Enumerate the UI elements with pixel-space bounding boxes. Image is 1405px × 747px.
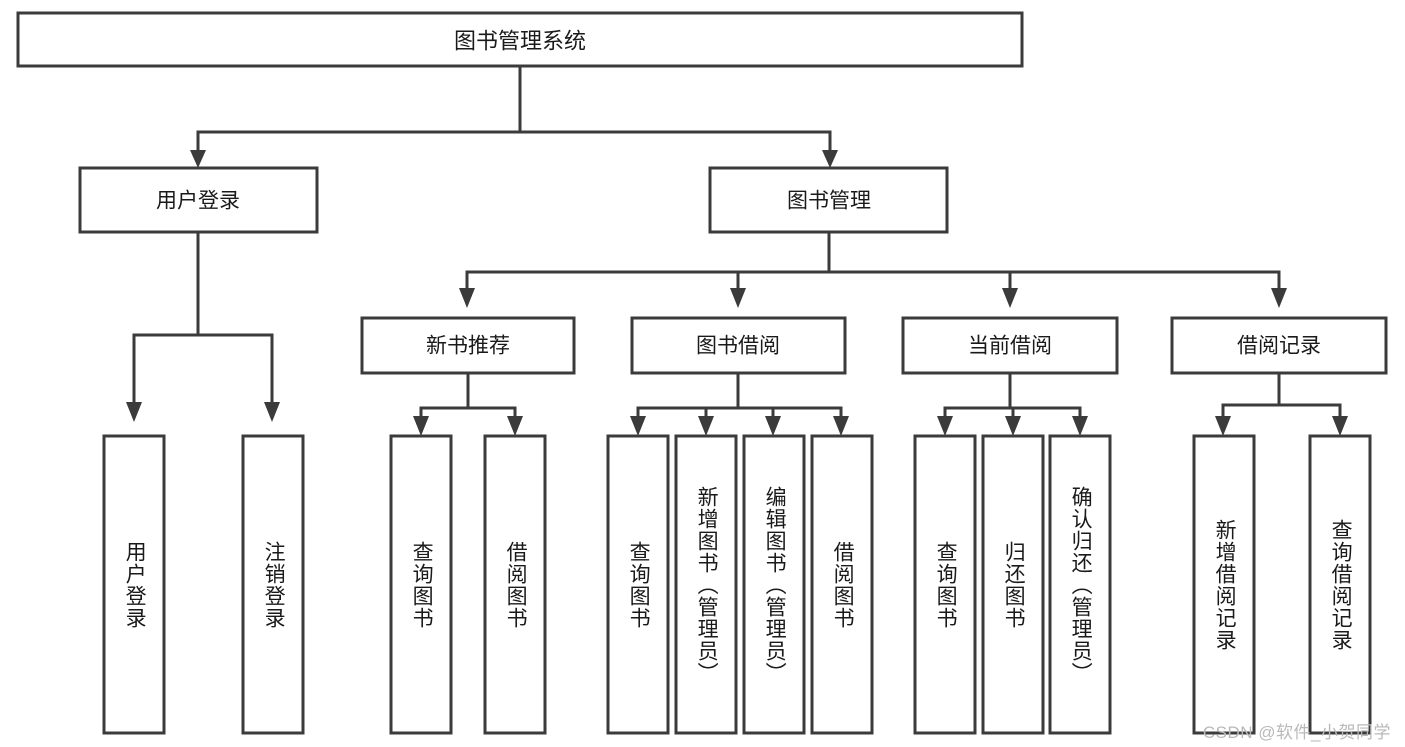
- arrow-borrow-leaf3: [765, 416, 781, 436]
- arrow-root-to-user: [190, 150, 206, 168]
- node-borrow-records-label: 借阅记录: [1237, 335, 1321, 358]
- leaf-box-records-add[interactable]: [1192, 434, 1256, 735]
- leaf-box-records-query[interactable]: [1308, 434, 1372, 735]
- node-book-borrow-box[interactable]: [630, 316, 847, 375]
- arrow-book-to-new: [459, 288, 475, 308]
- arrow-newbook-leaf2: [507, 416, 523, 436]
- arrow-user-leaf1: [126, 402, 142, 422]
- arrow-book-to-borrow: [730, 288, 746, 308]
- node-user-login-label: 用户登录: [156, 190, 240, 213]
- leaf-box-borrow-edit[interactable]: [742, 434, 806, 735]
- arrow-borrow-leaf4: [833, 416, 849, 436]
- arrow-records-leaf1: [1215, 416, 1231, 436]
- arrow-newbook-leaf1: [413, 416, 429, 436]
- arrow-current-leaf1: [937, 416, 953, 436]
- arrow-user-leaf2: [264, 402, 280, 422]
- node-root-box[interactable]: [16, 11, 1024, 68]
- arrow-borrow-leaf2: [698, 416, 714, 436]
- node-new-book-box[interactable]: [360, 316, 576, 375]
- node-borrow-records-box[interactable]: [1170, 316, 1388, 375]
- node-book-manage-box[interactable]: [708, 166, 949, 234]
- leaf-box-newbook-borrow[interactable]: [483, 434, 547, 735]
- node-current-borrow-label: 当前借阅: [968, 335, 1052, 358]
- arrow-borrow-leaf1: [630, 416, 646, 436]
- node-new-book-label: 新书推荐: [426, 335, 510, 358]
- leaf-box-current-return[interactable]: [981, 434, 1045, 735]
- arrow-book-to-current: [1002, 288, 1018, 308]
- arrow-records-leaf2: [1332, 416, 1348, 436]
- arrow-current-leaf3: [1072, 416, 1088, 436]
- leaf-box-logout[interactable]: [241, 434, 305, 735]
- leaf-box-user-login[interactable]: [102, 434, 166, 735]
- node-current-borrow-box[interactable]: [901, 316, 1119, 375]
- node-book-manage-label: 图书管理: [787, 190, 871, 213]
- leaf-box-borrow-query[interactable]: [606, 434, 670, 735]
- node-root-label: 图书管理系统: [454, 29, 586, 54]
- arrow-current-leaf2: [1005, 416, 1021, 436]
- leaf-box-current-query[interactable]: [913, 434, 977, 735]
- node-book-borrow-label: 图书借阅: [696, 335, 780, 358]
- arrow-book-to-records: [1271, 288, 1287, 308]
- csdn-watermark: CSDN @软件_小贺同学: [1202, 723, 1391, 742]
- leaf-box-borrow-add[interactable]: [674, 434, 738, 735]
- arrow-root-to-book: [822, 150, 838, 168]
- leaf-box-newbook-query[interactable]: [389, 434, 453, 735]
- leaf-box-borrow-lend[interactable]: [810, 434, 874, 735]
- leaf-box-current-confirm[interactable]: [1048, 434, 1112, 735]
